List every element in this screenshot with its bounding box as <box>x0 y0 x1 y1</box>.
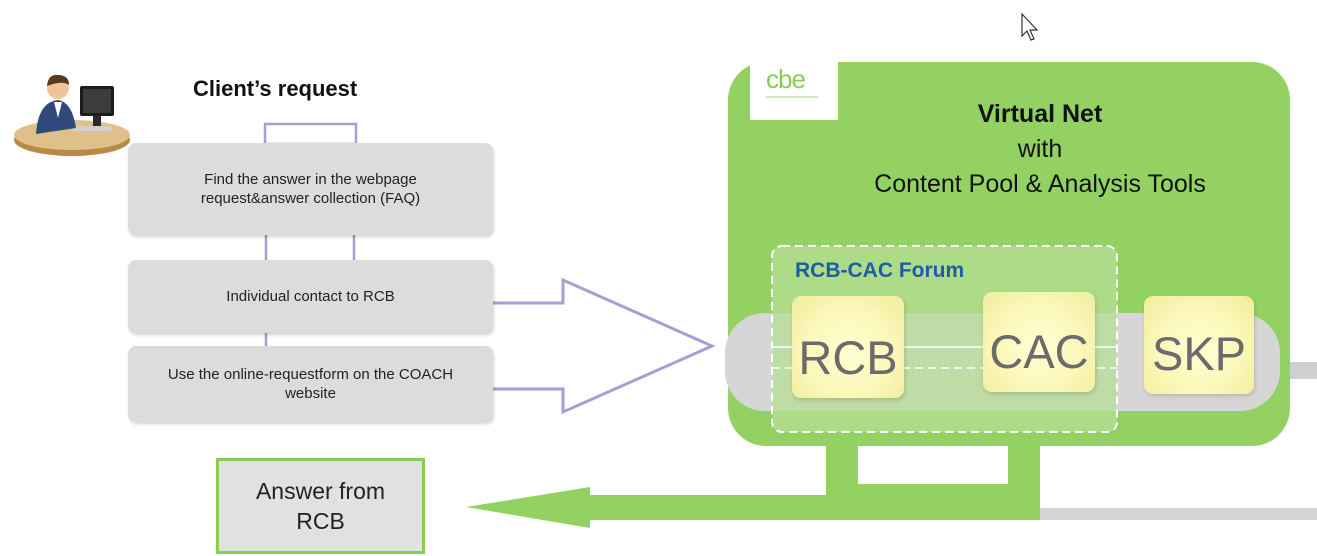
answer-box: Answer from RCB <box>216 458 425 554</box>
step-faq-label: Find the answer in the webpage request&a… <box>200 171 421 207</box>
node-rcb: RCB <box>792 296 904 398</box>
client-request-title: Client’s request <box>193 76 358 101</box>
cbe-logo-underline <box>766 96 818 98</box>
node-cac: CAC <box>983 292 1095 392</box>
mouse-cursor-icon <box>1020 12 1040 42</box>
virtual-net-with: with <box>1017 135 1063 163</box>
connector-top <box>263 122 358 146</box>
node-skp-label: SKP <box>1151 327 1247 380</box>
step-individual-contact: Individual contact to RCB <box>128 260 493 333</box>
virtual-net-subtitle: Content Pool & Analysis Tools <box>874 170 1206 198</box>
request-arrow <box>492 277 716 415</box>
forum-label: RCB-CAC Forum <box>795 259 965 282</box>
cbe-logo: cbe <box>750 62 838 120</box>
node-skp: SKP <box>1144 296 1254 394</box>
answer-arrow <box>466 446 1040 528</box>
step-online-form: Use the online-requestform on the COACH … <box>128 346 493 422</box>
virtual-net-title: Virtual Net <box>977 100 1103 128</box>
node-cac-label: CAC <box>989 325 1089 378</box>
cbe-logo-text: cbe <box>766 64 806 94</box>
step-individual-contact-label: Individual contact to RCB <box>226 288 395 305</box>
answer-label: Answer from RCB <box>255 478 386 534</box>
step-faq: Find the answer in the webpage request&a… <box>128 143 493 235</box>
pipe-bottom <box>1030 508 1317 520</box>
step-online-form-label: Use the online-requestform on the COACH … <box>167 366 454 402</box>
person-at-computer-icon <box>10 58 135 158</box>
node-rcb-label: RCB <box>798 331 898 384</box>
